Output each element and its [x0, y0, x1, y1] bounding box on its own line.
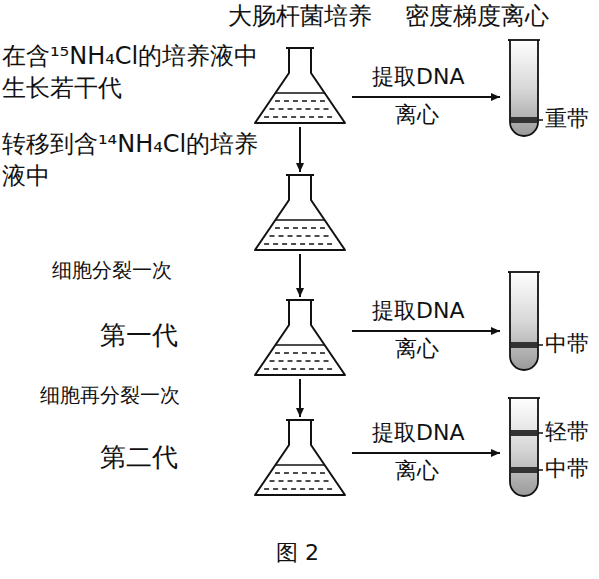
dna-band — [511, 117, 537, 123]
process-arrow — [299, 254, 301, 297]
figure-caption: 图 2 — [276, 540, 319, 566]
liquid-hatch — [270, 108, 331, 110]
column-heading: 大肠杆菌培养 — [228, 2, 372, 31]
arrow-label: 提取DNA — [372, 420, 464, 446]
dna-band — [511, 467, 537, 473]
band-label: 重带 — [545, 106, 589, 132]
arrow-label: 提取DNA — [372, 64, 464, 90]
band-label: 中带 — [545, 456, 589, 482]
step-note: 细胞分裂一次 — [52, 258, 172, 282]
liquid-hatch — [270, 235, 331, 237]
liquid-hatch — [270, 480, 331, 482]
process-arrow — [352, 96, 500, 98]
process-arrow — [299, 127, 301, 172]
leader-line — [538, 432, 543, 434]
flask-rim — [286, 174, 314, 176]
liquid-hatch — [270, 360, 331, 362]
dna-band — [511, 342, 537, 348]
flask-rim — [286, 47, 314, 49]
flask-outline — [255, 48, 345, 123]
liquid-hatch — [264, 243, 336, 245]
leader-line — [538, 344, 543, 346]
tube-rim — [508, 39, 540, 41]
process-arrow — [352, 452, 500, 454]
arrow-label: 离心 — [395, 458, 439, 484]
generation-label: 第二代 — [100, 442, 178, 473]
step-note: 在含¹⁵NH₄Cl的培养液中生长若干代 — [2, 40, 274, 104]
liquid-surface — [276, 344, 324, 346]
liquid-hatch — [264, 116, 336, 118]
flask-outline — [255, 300, 345, 375]
arrow-label: 提取DNA — [372, 298, 464, 324]
step-note: 细胞再分裂一次 — [40, 383, 180, 407]
tube-group — [508, 40, 540, 496]
flask-rim — [286, 299, 314, 301]
liquid-hatch — [275, 100, 325, 102]
leader-line — [538, 469, 543, 471]
liquid-surface — [276, 92, 324, 94]
process-arrow — [299, 379, 301, 417]
liquid-hatch — [264, 488, 336, 490]
flask-outline — [255, 175, 345, 250]
centrifuge-tube — [510, 272, 538, 370]
flask-outline — [255, 420, 345, 495]
leader-line — [538, 119, 543, 121]
column-heading: 密度梯度离心 — [405, 2, 549, 31]
dna-band — [511, 430, 537, 436]
process-arrow — [352, 330, 500, 332]
tube-rim — [508, 397, 540, 399]
step-note: 转移到含¹⁴NH₄Cl的培养液中 — [2, 128, 274, 192]
flask-rim — [286, 419, 314, 421]
liquid-hatch — [275, 352, 325, 354]
liquid-surface — [276, 219, 324, 221]
band-label: 中带 — [545, 331, 589, 357]
liquid-hatch — [275, 227, 325, 229]
tube-rim — [508, 271, 540, 273]
band-label: 轻带 — [545, 419, 589, 445]
arrow-label: 离心 — [395, 336, 439, 362]
liquid-hatch — [264, 368, 336, 370]
liquid-hatch — [275, 472, 325, 474]
flask-group — [255, 48, 345, 495]
generation-label: 第一代 — [100, 320, 178, 351]
liquid-surface — [276, 464, 324, 466]
arrow-label: 离心 — [395, 102, 439, 128]
centrifuge-tube — [510, 40, 538, 136]
centrifuge-tube — [510, 398, 538, 496]
